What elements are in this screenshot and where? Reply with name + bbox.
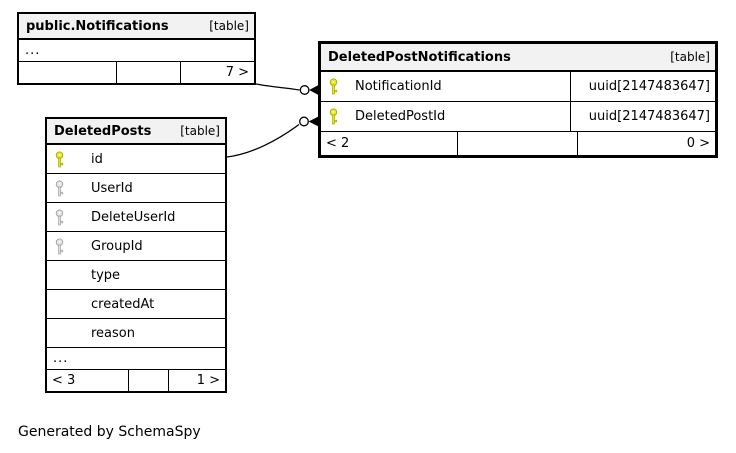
table-header[interactable]: public.Notifications [table] xyxy=(19,14,254,40)
column-name: createdAt xyxy=(91,296,155,312)
column-name: id xyxy=(91,151,103,167)
parent-count: < 2 xyxy=(321,132,458,155)
table-tag: [table] xyxy=(209,19,249,33)
column-row[interactable]: id xyxy=(47,145,225,174)
column-row[interactable]: GroupId xyxy=(47,232,225,261)
table-name[interactable]: DeletedPosts xyxy=(54,123,152,139)
primary-key-icon xyxy=(321,108,355,125)
column-row[interactable]: DeleteUserId xyxy=(47,203,225,232)
table-stats-row: < 3 1 > xyxy=(47,370,225,391)
column-name-cell: DeletedPostId xyxy=(321,102,571,131)
column-name: type xyxy=(91,267,121,283)
generated-by-note: Generated by SchemaSpy xyxy=(18,424,201,440)
zero-or-one-circle xyxy=(299,85,310,95)
collapsed-columns-row: ... xyxy=(19,40,254,62)
column-name: GroupId xyxy=(91,238,143,254)
stats-spacer xyxy=(458,132,578,155)
column-name: reason xyxy=(91,325,135,341)
column-name: DeletedPostId xyxy=(355,109,446,124)
column-row[interactable]: type xyxy=(47,261,225,290)
index-key-icon xyxy=(47,179,91,197)
column-row[interactable]: UserId xyxy=(47,174,225,203)
primary-key-icon xyxy=(321,78,355,95)
parent-count: < 3 xyxy=(47,370,129,391)
table-name[interactable]: public.Notifications xyxy=(26,18,169,34)
column-type: uuid[2147483647] xyxy=(588,79,710,94)
column-type: uuid[2147483647] xyxy=(588,109,710,124)
child-count: 7 > xyxy=(225,65,249,80)
parent-count xyxy=(19,62,117,83)
column-row[interactable]: DeletedPostId uuid[2147483647] xyxy=(321,102,715,132)
stats-spacer xyxy=(117,62,181,83)
column-row[interactable]: reason xyxy=(47,319,225,348)
column-row[interactable]: createdAt xyxy=(47,290,225,319)
table-node-deletedpostnotifications[interactable]: DeletedPostNotifications [table] Notific… xyxy=(318,41,718,158)
table-node-public-notifications[interactable]: public.Notifications [table] ... 7 > xyxy=(17,12,256,85)
index-key-icon xyxy=(47,237,91,255)
connector-deletedposts-to-deletedpostid xyxy=(226,116,318,158)
table-tag: [table] xyxy=(670,50,710,64)
primary-key-icon xyxy=(47,150,91,168)
index-key-icon xyxy=(47,208,91,226)
collapsed-columns-row: ... xyxy=(47,348,225,370)
table-stats-row: < 2 0 > xyxy=(321,132,715,155)
arrowhead-icon xyxy=(309,85,318,95)
child-count: 1 > xyxy=(196,373,220,388)
connector-notifications-to-notificationid xyxy=(255,83,318,95)
stats-spacer xyxy=(129,370,169,391)
table-name[interactable]: DeletedPostNotifications xyxy=(328,49,511,65)
column-name: UserId xyxy=(91,180,133,196)
table-tag: [table] xyxy=(180,124,220,138)
arrowhead-icon xyxy=(308,116,318,127)
column-name-cell: NotificationId xyxy=(321,72,571,101)
column-row[interactable]: NotificationId uuid[2147483647] xyxy=(321,72,715,102)
table-header[interactable]: DeletedPostNotifications [table] xyxy=(321,44,715,72)
zero-or-one-circle xyxy=(299,116,309,127)
column-name: DeleteUserId xyxy=(91,209,176,225)
table-header[interactable]: DeletedPosts [table] xyxy=(47,119,225,145)
child-count: 0 > xyxy=(686,136,710,151)
column-name: NotificationId xyxy=(355,79,442,94)
table-stats-row: 7 > xyxy=(19,62,254,83)
